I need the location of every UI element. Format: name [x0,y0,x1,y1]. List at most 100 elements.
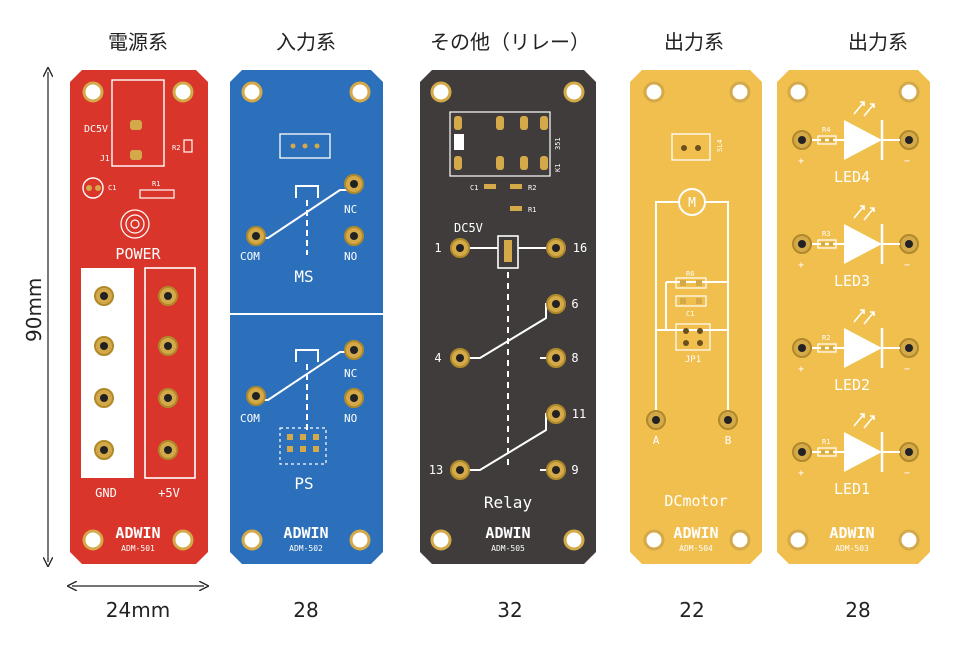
motor-symbol: M [688,196,696,211]
dcmotor-title: DCmotor [664,492,727,510]
mount-hole [787,529,809,551]
model-label: ADM-503 [835,544,869,553]
pin-16-label: 16 [573,241,587,255]
mount-hole [430,81,452,103]
j1-label: J1 [100,154,110,163]
r1-label: R1 [152,180,160,188]
mount-hole [729,81,751,103]
adwin-logo: ADWIN [115,524,160,542]
model-label: ADM-505 [491,544,525,553]
r6-label: R6 [686,270,694,278]
pin-11-label: 11 [572,407,586,421]
mount-hole [430,529,452,551]
mount-hole [563,529,585,551]
board-adm-504: SL4 M R6 C1 JP1 A B DCmotor ADWIN ADM-50… [630,70,762,564]
ms-nc-label: NC [344,203,357,216]
power-button-icon [120,209,150,239]
mount-hole [729,529,751,551]
led-row: R1 + − LED1 [792,413,919,498]
category-input: 入力系 [276,30,336,54]
board-adm-505: 351 K1 C1 R2 R1 DC5V 1 16 6 [420,70,596,564]
mount-hole [82,529,104,551]
model-label: ADM-504 [679,544,713,553]
mount-hole [349,81,371,103]
ps-nc-label: NC [344,367,357,380]
r2-label: R2 [528,184,536,192]
dc5v-label: DC5V [454,221,483,235]
mount-hole [787,81,809,103]
plus5v-terminals [158,286,178,460]
mount-hole [349,529,371,551]
width-label-503: 28 [845,598,871,622]
dc5v-label: DC5V [84,124,108,135]
plus5v-label: +5V [158,486,180,500]
pin-6-label: 6 [571,297,578,311]
resistor-label: R2 [822,334,830,342]
led-row: R2+−LED2 [792,309,919,394]
mount-hole [241,529,263,551]
relay-title: Relay [484,493,533,512]
k1-label: K1 [554,164,562,172]
width-label-504: 22 [679,598,705,622]
led-icon [844,328,882,368]
r1-label: R1 [528,206,536,214]
mount-hole [172,529,194,551]
relay-terminals [450,238,566,480]
ps-com-label: COM [240,412,260,425]
mount-hole [898,529,920,551]
led-icon [844,224,882,264]
led-label: LED4 [834,168,870,186]
motor-icon [678,188,706,216]
plus-label: + [798,156,804,167]
ps-title: PS [294,474,313,493]
led-row: R3+−LED3 [792,205,919,290]
minus-label: − [904,364,910,375]
adwin-logo: ADWIN [283,524,328,542]
ps-no-label: NO [344,412,357,425]
gnd-label: GND [95,486,117,500]
width-label-502: 28 [293,598,319,622]
led-icon [844,120,882,160]
board-adm-501: DC5V J1 R2 C1 R1 POWER GND +5V ADWIN [70,70,208,564]
resistor-label: R3 [822,230,830,238]
pin-9-label: 9 [571,463,578,477]
ms-no-label: NO [344,250,357,263]
adwin-logo: ADWIN [673,524,718,542]
led-label: LED3 [834,272,870,290]
category-output-motor: 出力系 [664,30,724,54]
sl-label: SL4 [716,139,724,152]
c1-label: C1 [108,184,116,192]
pin-4-label: 4 [434,351,441,365]
width-label-501: 24mm [105,598,171,622]
category-other-relay: その他（リレー） [430,30,590,54]
plus-label: + [798,364,804,375]
c1-label: C1 [686,310,694,318]
adwin-logo: ADWIN [829,524,874,542]
minus-label: − [904,468,910,479]
mount-hole [241,81,263,103]
mount-hole [898,81,920,103]
category-power: 電源系 [108,30,168,54]
mount-hole [643,529,665,551]
plus-label: + [798,468,804,479]
mount-hole [563,81,585,103]
c1-label: C1 [470,184,478,192]
model-label: ADM-502 [289,544,323,553]
r2-label: R2 [172,144,180,152]
ms-title: MS [294,267,313,286]
b-label: B [725,434,732,447]
resistor-label: R4 [822,126,830,134]
width-label-505: 32 [497,598,523,622]
mount-hole [172,81,194,103]
resistor-label: R1 [822,438,830,446]
category-output-led: 出力系 [848,30,908,54]
mount-hole [82,81,104,103]
pin-13-label: 13 [429,463,443,477]
led-label: LED1 [834,480,870,498]
gnd-terminals [94,286,114,460]
led-row: R4+−LED4 [792,101,919,186]
board-adm-502: COM NC NO MS COM NC NO PS ADWIN ADM-502 [230,70,383,564]
mount-hole [643,81,665,103]
